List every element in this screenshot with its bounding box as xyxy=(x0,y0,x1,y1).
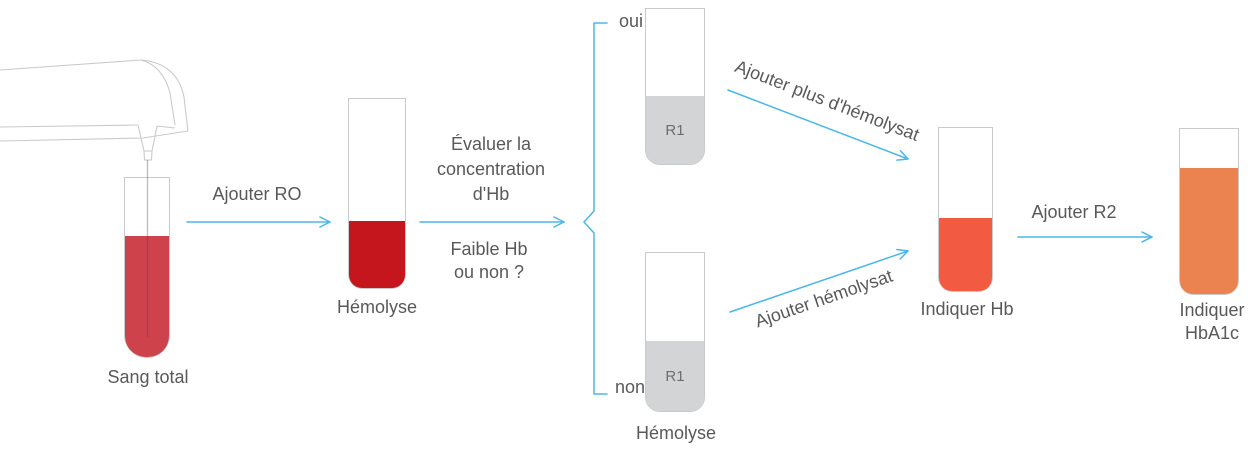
branch-bracket-icon xyxy=(583,22,608,395)
label-decision-above: Évaluer la concentration d'Hb xyxy=(437,132,545,207)
hemolysis-fill xyxy=(349,221,405,288)
label-indiquer-hba1c: Indiquer HbA1c xyxy=(1179,299,1244,345)
r1-tube-no-fill: R1 xyxy=(646,341,704,411)
decision-below-line1: Faible Hb xyxy=(450,239,528,259)
dispenser-arm xyxy=(0,59,189,161)
decision-below-line2: ou non ? xyxy=(453,262,525,282)
r1-tube-yes: R1 xyxy=(645,8,705,165)
decision-above-line3: d'Hb xyxy=(472,184,510,204)
label-ajouter-hemolysat: Ajouter hémolysat xyxy=(752,265,896,332)
hb-result-fill xyxy=(939,218,992,291)
label-decision-below: Faible Hb ou non ? xyxy=(450,238,527,284)
decision-above-line2: concentration xyxy=(436,159,546,179)
label-indiquer-hb: Indiquer Hb xyxy=(920,299,1014,319)
hemolysis-tube xyxy=(348,98,406,289)
label-hemolyse-2: Hémolyse xyxy=(635,423,717,443)
label-branch-oui: oui xyxy=(618,11,644,31)
decision-above-line1: Évaluer la xyxy=(450,134,532,154)
label-branch-non: non xyxy=(614,377,646,397)
label-sang-total: Sang total xyxy=(107,367,189,387)
hba1c-result-fill xyxy=(1180,168,1238,294)
whole-blood-tube xyxy=(124,177,170,358)
r1-tube-no: R1 xyxy=(645,252,705,412)
indiquer-hba1c-line1: Indiquer xyxy=(1179,300,1245,320)
r1-tube-no-text: R1 xyxy=(665,367,685,385)
label-hemolyse-1: Hémolyse xyxy=(336,297,418,317)
indiquer-hba1c-line2: HbA1c xyxy=(1184,323,1240,343)
hb-result-tube xyxy=(938,127,993,292)
label-ajouter-r2: Ajouter R2 xyxy=(1031,202,1117,222)
whole-blood-fill xyxy=(125,236,169,357)
hba1c-result-tube xyxy=(1179,128,1239,295)
r1-tube-yes-fill: R1 xyxy=(646,96,704,164)
label-ajouter-plus-hemolysat: Ajouter plus d'hémolysat xyxy=(732,56,923,145)
label-ajouter-ro: Ajouter RO xyxy=(212,184,302,204)
r1-tube-yes-text: R1 xyxy=(665,121,685,139)
